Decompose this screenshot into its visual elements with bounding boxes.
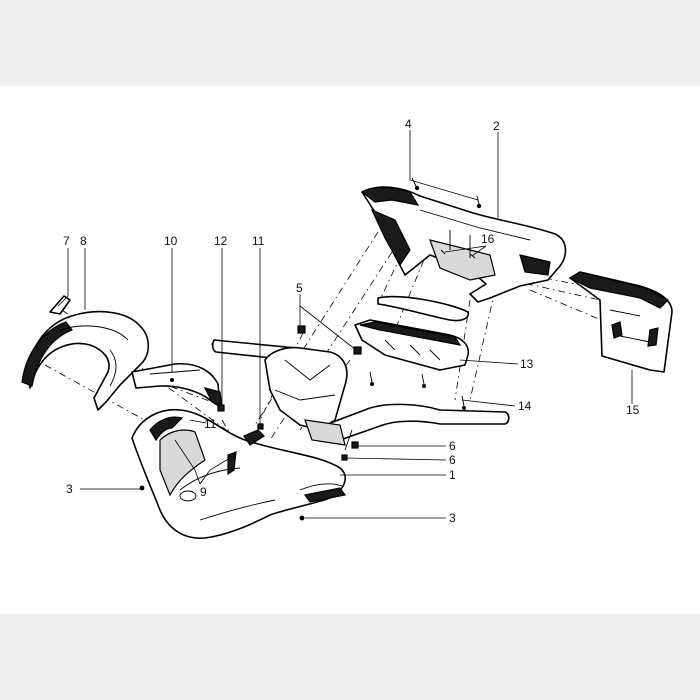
part-1-front-cover: [131, 408, 347, 539]
leader-lines: [57, 130, 633, 519]
callout-11-b: 11: [204, 417, 217, 431]
part-7-clip: [49, 295, 71, 315]
part-8-rear-cover: [21, 310, 150, 411]
callout-13: 13: [520, 357, 534, 371]
callout-2: 2: [493, 119, 500, 133]
hardware: [139, 177, 482, 521]
callout-6-b: 6: [449, 453, 456, 467]
callout-8: 8: [80, 234, 87, 248]
part-15-side-panel: [568, 271, 673, 373]
callout-15: 15: [626, 403, 640, 417]
callout-9: 9: [200, 485, 207, 499]
callout-3-b: 3: [449, 511, 456, 525]
part-2-rear-dash-cover: [360, 186, 567, 303]
callout-11-a: 11: [252, 234, 265, 248]
callout-10: 10: [164, 234, 178, 248]
part-13-dash-panel: [354, 295, 470, 371]
callout-14: 14: [518, 399, 532, 413]
part-14-handlebar: [211, 339, 510, 451]
callout-6-a: 6: [449, 439, 456, 453]
callout-1: 1: [449, 468, 456, 482]
callout-12: 12: [214, 234, 228, 248]
part-10-inner-panel: [131, 362, 223, 410]
callout-7: 7: [63, 234, 70, 248]
callout-4: 4: [405, 117, 412, 131]
callout-3-a: 3: [66, 482, 73, 496]
callouts: 4 2 16 7 8 10 12 11 5 13 14 15 11 6 6 1 …: [63, 117, 640, 525]
callout-5: 5: [296, 281, 303, 295]
callout-16: 16: [481, 232, 495, 246]
